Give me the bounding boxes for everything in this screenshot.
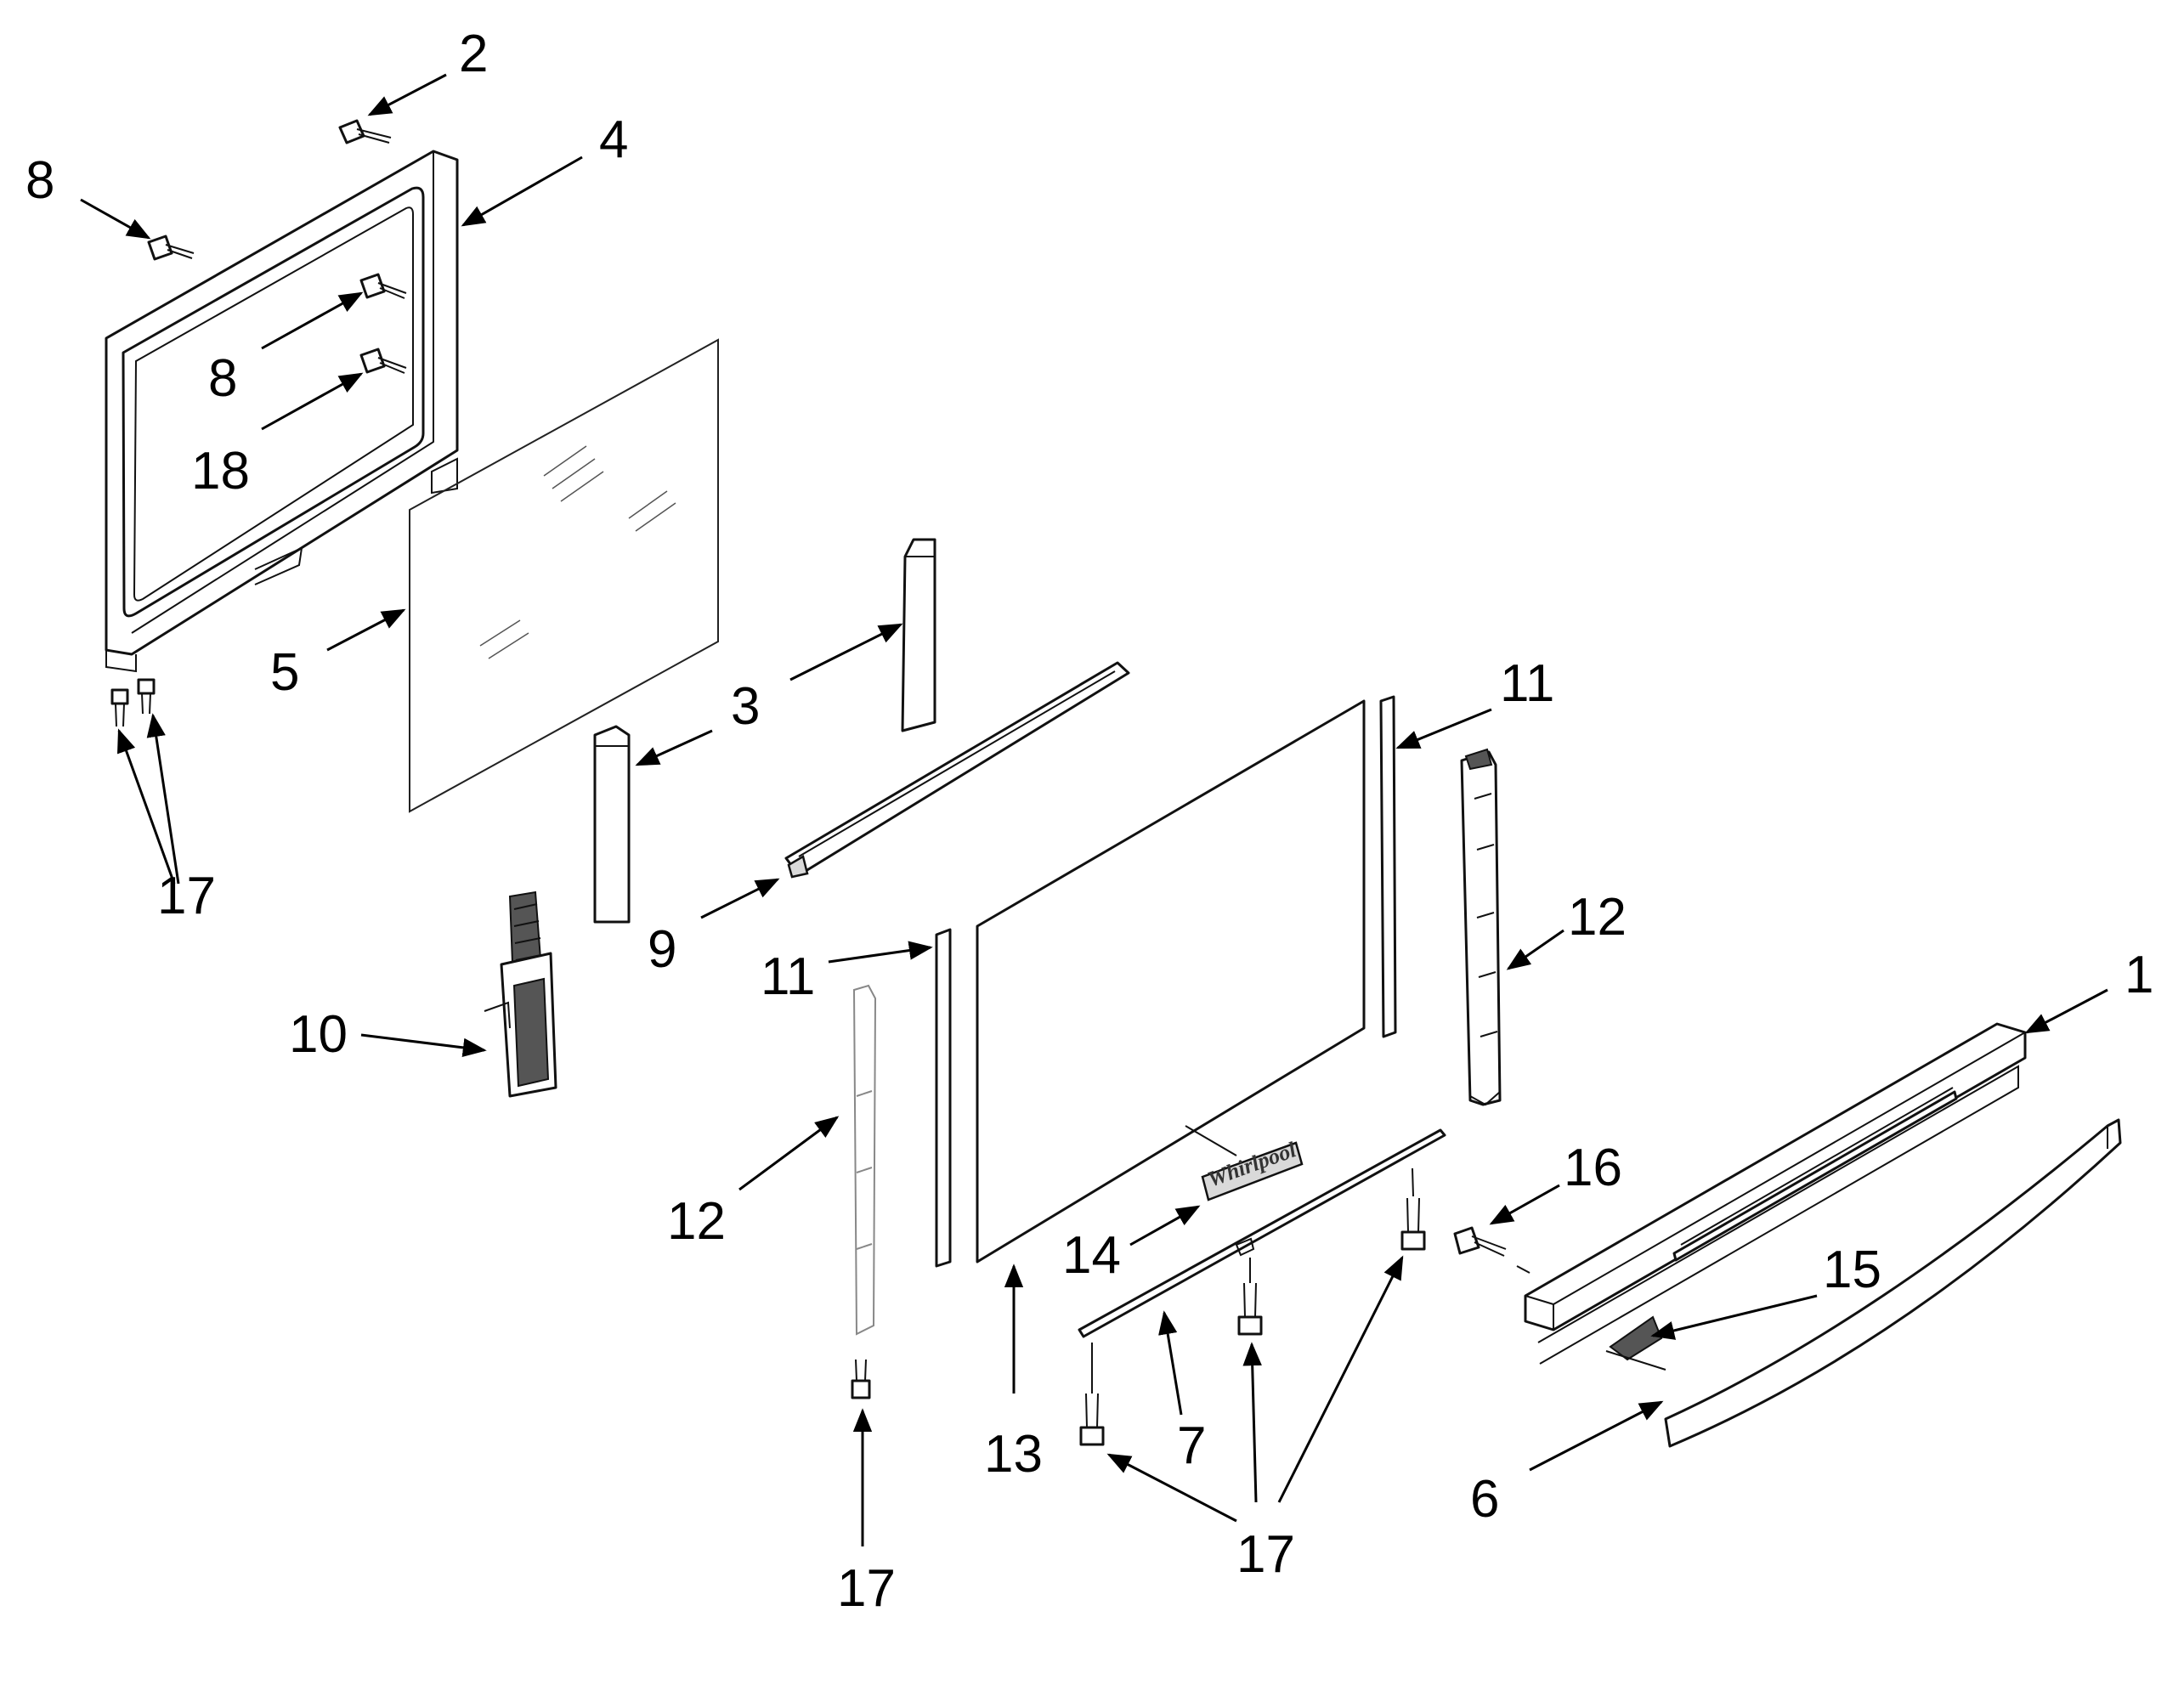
door-top-vent-trim — [784, 661, 1130, 879]
callout-11-right: 11 — [1500, 654, 1554, 713]
callout-17-trim: 17 — [837, 1559, 896, 1618]
screw-part-17-bottom-b — [1237, 1282, 1263, 1336]
callout-7: 7 — [1177, 1416, 1206, 1475]
callout-17-bottom: 17 — [1236, 1525, 1295, 1584]
screw-part-8-frame — [359, 273, 407, 299]
callout-18: 18 — [191, 442, 250, 500]
screw-part-18 — [359, 348, 407, 374]
callout-15: 15 — [1823, 1241, 1881, 1299]
screw-part-17-frame-b — [137, 678, 156, 715]
screw-part-17-bottom-a — [1079, 1393, 1105, 1446]
door-handle — [1664, 1118, 2122, 1448]
callout-12-left: 12 — [667, 1192, 726, 1251]
screw-part-2 — [338, 119, 392, 144]
assembly-guide-lines — [1091, 1167, 1666, 1394]
glass-channel-right — [1379, 695, 1397, 1038]
callout-17-frame: 17 — [157, 867, 216, 925]
screw-part-16 — [1453, 1226, 1507, 1257]
door-hinge — [484, 890, 557, 1098]
callout-8-left: 8 — [25, 151, 54, 210]
callout-3: 3 — [731, 677, 760, 736]
callout-12-right: 12 — [1568, 888, 1627, 947]
inner-glass-panel — [976, 699, 1366, 1264]
outer-glass-panel — [409, 338, 719, 813]
callout-8-frame: 8 — [208, 349, 237, 408]
screw-part-17-trim — [851, 1359, 871, 1399]
glass-channel-left — [935, 928, 952, 1268]
handle-end-cap — [1609, 1315, 1663, 1361]
screw-part-17-frame-a — [110, 688, 129, 727]
door-spacer-bracket-right — [901, 538, 936, 732]
callout-11-left: 11 — [761, 947, 815, 1006]
screw-part-8-top — [147, 235, 195, 261]
callout-leaders — [80, 73, 2108, 1546]
brand-nameplate: Whirlpool — [1201, 1137, 1304, 1201]
callout-1: 1 — [2125, 946, 2153, 1004]
callout-9: 9 — [648, 920, 676, 979]
callout-13: 13 — [984, 1425, 1043, 1484]
callout-14: 14 — [1062, 1226, 1121, 1285]
handle-mount-bracket — [1524, 1022, 2027, 1365]
door-side-trim-right — [1460, 748, 1502, 1106]
screw-part-17-bottom-c — [1400, 1197, 1426, 1251]
door-spacer-bracket-left — [593, 725, 631, 924]
callout-16: 16 — [1564, 1139, 1622, 1197]
callout-2: 2 — [459, 25, 488, 83]
callout-10: 10 — [289, 1005, 348, 1064]
inner-door-frame — [105, 150, 459, 673]
callout-numbers: 2 4 8 8 18 5 3 17 9 11 11 12 10 1 12 16 … — [25, 25, 2153, 1618]
door-bottom-trim-strip — [1078, 1128, 1446, 1338]
callout-6: 6 — [1470, 1470, 1499, 1529]
callout-5: 5 — [270, 643, 299, 702]
door-side-trim-left — [852, 984, 877, 1336]
callout-4: 4 — [599, 110, 628, 169]
